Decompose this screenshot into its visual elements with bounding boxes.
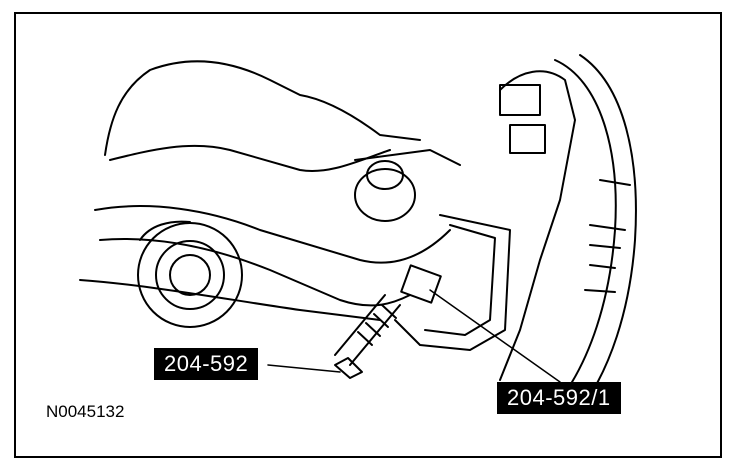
control-arm bbox=[94, 205, 451, 264]
steering-knuckle bbox=[499, 70, 576, 381]
figure-id: N0045132 bbox=[46, 402, 125, 421]
leader-line bbox=[429, 289, 561, 383]
bushing bbox=[137, 222, 243, 328]
wheel-studs bbox=[584, 179, 631, 293]
tool-callout-204-592-1: 204-592/1 bbox=[497, 382, 621, 414]
tool-callout-204-592: 204-592 bbox=[154, 348, 259, 380]
ball-joint bbox=[354, 168, 416, 222]
leader-line bbox=[267, 364, 341, 373]
body-outline bbox=[104, 60, 421, 156]
separator-tool bbox=[394, 214, 511, 351]
